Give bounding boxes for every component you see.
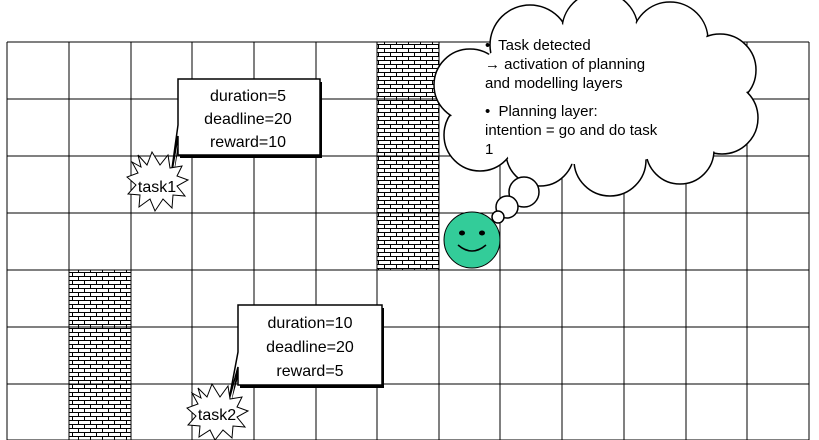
brick-wall-cell [68, 269, 132, 328]
starburst-icon [126, 150, 190, 213]
brick-wall-cell [68, 383, 132, 440]
smiley-agent-icon [443, 211, 501, 269]
task2-info-callout: duration=10 deadline=20 reward=5 [228, 304, 384, 403]
brick-wall-cell [376, 41, 440, 100]
task1-duration: duration=5 [210, 88, 286, 105]
task2-reward: reward=5 [276, 363, 343, 380]
agent [443, 211, 501, 269]
brick-wall-cell [376, 98, 440, 157]
task2-label: task2 [198, 407, 236, 424]
brick-wall-cell [68, 326, 132, 385]
task2-duration: duration=10 [268, 315, 353, 332]
thought-line-2-3: 1 [485, 141, 493, 158]
thought-bubble: • Task detected → activation of planning… [433, 0, 759, 224]
task1-marker: task1 [126, 150, 190, 213]
task1-deadline: deadline=20 [204, 111, 292, 128]
task1-reward: reward=10 [210, 134, 286, 151]
brick-wall-cell [376, 155, 440, 214]
task2-deadline: deadline=20 [266, 339, 354, 356]
starburst-icon [186, 382, 250, 440]
thought-line-1-2: → activation of planning [485, 56, 645, 73]
thought-line-1-3: and modelling layers [485, 75, 623, 92]
thought-bullet-1: • Task detected [485, 37, 591, 54]
brick-wall-cell [376, 212, 440, 271]
thought-line-2-2: intention = go and do task [485, 122, 658, 139]
task1-label: task1 [138, 179, 176, 196]
task2-marker: task2 [186, 382, 250, 440]
thought-bullet-2: • Planning layer: [485, 103, 598, 120]
wall-cells [68, 41, 440, 440]
task1-info-callout: duration=5 deadline=20 reward=10 [169, 78, 322, 186]
thought-trail [491, 176, 540, 224]
